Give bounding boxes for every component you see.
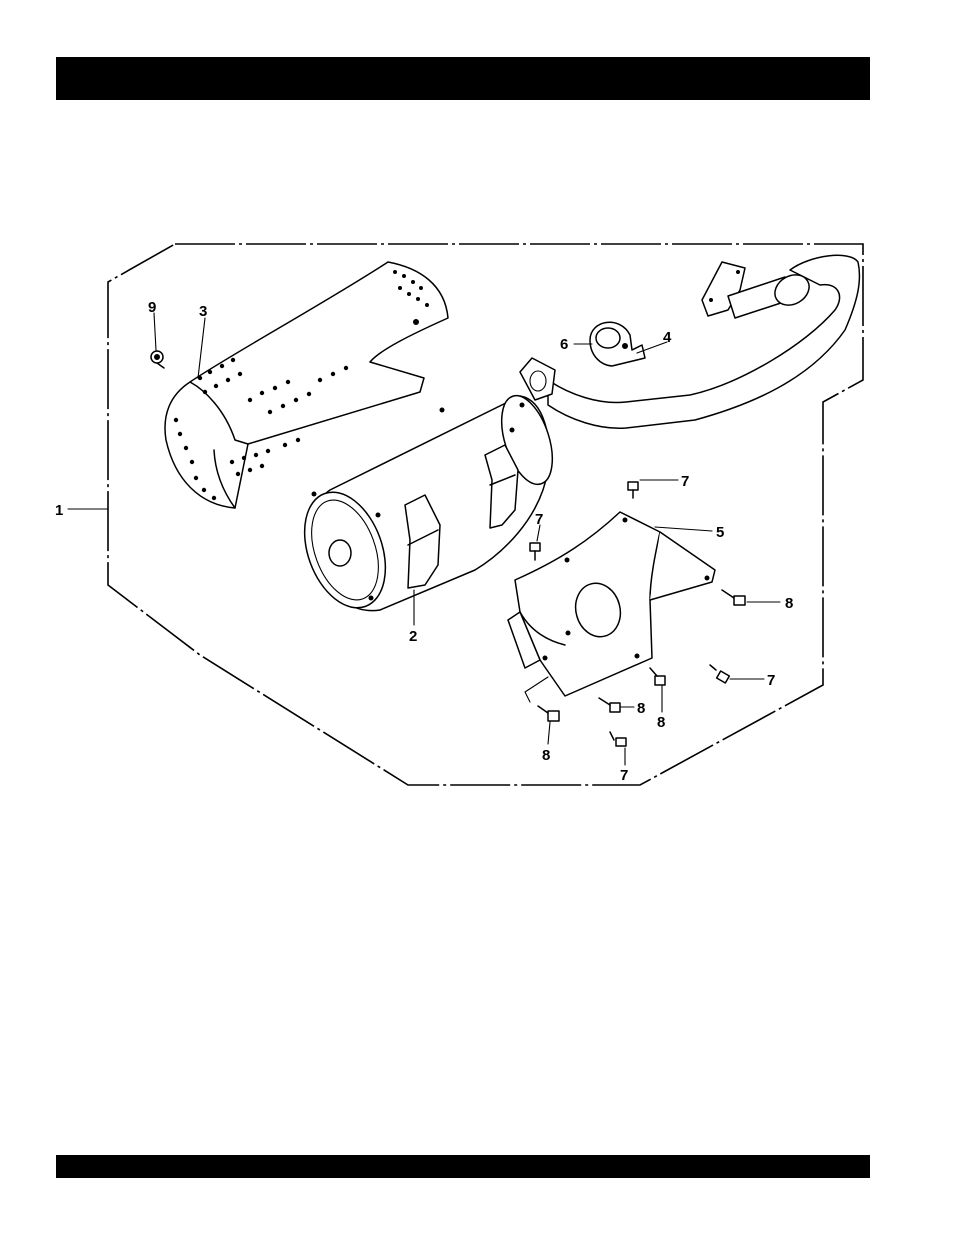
bolt-7-left xyxy=(530,543,540,560)
callout-8-left: 8 xyxy=(542,747,550,764)
callout-9: 9 xyxy=(148,299,156,316)
callout-5: 5 xyxy=(716,524,724,541)
callout-7-left: 7 xyxy=(535,511,543,528)
callout-7-right: 7 xyxy=(767,672,775,689)
callout-6: 6 xyxy=(560,336,568,353)
bolt-7-right xyxy=(710,665,729,683)
bolt-8-right xyxy=(722,590,745,605)
bolt-8-left xyxy=(538,706,559,721)
bolt-8-mid xyxy=(599,698,620,712)
bolt-7-top xyxy=(628,482,638,498)
bolt-9 xyxy=(151,351,164,368)
callout-8-right: 8 xyxy=(785,595,793,612)
bolt-8-center xyxy=(650,668,665,685)
callout-8-center: 8 xyxy=(657,714,665,731)
bolt-7-bottom xyxy=(610,732,626,746)
callout-1: 1 xyxy=(55,502,63,519)
callout-4: 4 xyxy=(663,329,672,346)
callout-3: 3 xyxy=(199,303,207,320)
callout-7-bottom: 7 xyxy=(620,767,628,784)
pipe-clamp xyxy=(590,322,645,366)
callout-7-top: 7 xyxy=(681,473,689,490)
exhaust-pipe xyxy=(520,255,859,428)
mounting-bracket xyxy=(508,512,715,702)
callout-2: 2 xyxy=(409,628,417,645)
callout-8-mid: 8 xyxy=(637,700,645,717)
